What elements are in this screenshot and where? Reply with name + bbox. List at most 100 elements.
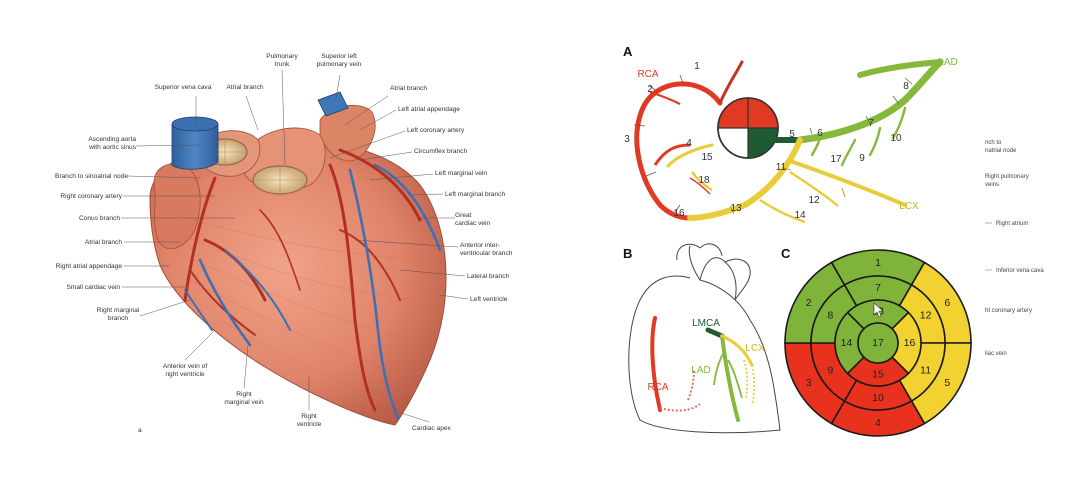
label-left-ventricle: Left ventricle xyxy=(470,296,508,303)
label-small-cardiac-vein: Small cardiac vein xyxy=(66,284,120,291)
lcx-branch-12 xyxy=(789,170,839,207)
seg-num-14: 14 xyxy=(794,210,806,221)
label-right-atrial-appendage: Right atrial appendage xyxy=(56,263,123,270)
aorta-outline xyxy=(676,243,723,261)
seg-num-1: 1 xyxy=(694,61,700,72)
lad-vessel xyxy=(796,58,944,144)
bullseye-label-9: 9 xyxy=(827,365,833,377)
bullseye-label-15: 15 xyxy=(872,369,884,381)
seg-num-2: 2 xyxy=(647,84,653,95)
lad-b xyxy=(720,334,740,422)
seg-num-17: 17 xyxy=(830,154,842,165)
panel-a-lad-label: LAD xyxy=(938,57,957,68)
label-left-atrial-appendage: Left atrial appendage xyxy=(398,106,460,113)
bullseye-label-1: 1 xyxy=(875,257,881,269)
rca-dotted xyxy=(659,369,701,412)
anatomical-heart xyxy=(149,91,447,426)
label-anterior-interventricular: Anterior inter-ventricular branch xyxy=(460,242,513,257)
aortic-root-outline xyxy=(717,97,779,159)
rca-upper-branch xyxy=(718,60,744,105)
label-conus-branch: Conus branch xyxy=(79,215,120,222)
bullseye-labels: 1654327121110981316151417 xyxy=(806,257,951,429)
lad-b-diag xyxy=(713,349,743,399)
lcx-om-branch xyxy=(791,160,907,207)
label-atrial-branch-right: Atrial branch xyxy=(390,85,427,92)
bullseye-label-4: 4 xyxy=(875,417,881,429)
lcx-branch-18 xyxy=(691,171,713,192)
seg-num-8: 8 xyxy=(903,81,909,92)
side-label-ivc: Inferior vena cava xyxy=(996,268,1044,274)
figure-letter-a: a xyxy=(138,427,142,434)
valve-cusp-lines xyxy=(205,140,304,193)
label-circumflex-branch: Circumflex branch xyxy=(414,148,467,155)
heart-outline-diagram: LMCA LCX LAD RCA xyxy=(628,243,781,434)
bullseye-segment-17 xyxy=(857,322,899,364)
panel-b-lmca-label: LMCA xyxy=(692,318,720,329)
superior-left-pulmonary-vein xyxy=(317,91,349,117)
lad-ticks xyxy=(809,77,913,135)
seg-num-18: 18 xyxy=(698,175,710,186)
bullseye-label-5: 5 xyxy=(944,377,950,389)
seg-num-5: 5 xyxy=(789,129,795,140)
bullseye-label-10: 10 xyxy=(872,392,884,404)
rca-outline-vessel xyxy=(650,316,662,412)
superior-vena-cava xyxy=(171,123,219,170)
label-lateral-branch: Lateral branch xyxy=(467,273,509,280)
label-left-marginal-vein: Left marginal vein xyxy=(435,170,487,177)
seg-num-16: 16 xyxy=(673,208,685,219)
label-cardiac-apex: Cardiac apex xyxy=(412,425,452,432)
bullseye-label-11: 11 xyxy=(920,365,931,377)
panel-b-lcx-label: LCX xyxy=(745,343,765,354)
rca-branch-2 xyxy=(649,90,681,105)
lcx-b xyxy=(720,334,754,367)
seg-num-3: 3 xyxy=(624,134,630,145)
label-right-coronary-artery: Right coronary artery xyxy=(60,193,122,200)
panel-b-lad-label: LAD xyxy=(691,365,710,376)
seg-num-4: 4 xyxy=(686,138,692,149)
bullseye-label-8: 8 xyxy=(827,310,833,322)
panel-a-lcx-label: LCX xyxy=(899,201,919,212)
rca-small-18 xyxy=(689,177,711,195)
label-atrial-branch-top: Atrial branch xyxy=(226,84,263,91)
aortic-root-green xyxy=(748,128,778,158)
label-left-marginal-branch: Left marginal branch xyxy=(445,191,505,198)
side-label-right-atrium: Right atrium xyxy=(996,221,1028,227)
lcx-b-dotted xyxy=(743,359,756,406)
seg-num-11: 11 xyxy=(776,162,787,173)
lcx-vessel xyxy=(687,137,803,221)
lad-diagonals xyxy=(810,106,907,167)
panel-b-letter: B xyxy=(623,246,632,261)
side-label-coronary: ht coronary artery xyxy=(985,308,1032,314)
seg-num-10: 10 xyxy=(890,133,902,144)
label-branch-sinoatrial: Branch to sinoatrial node xyxy=(55,173,128,180)
pda-red xyxy=(653,143,691,166)
label-atrial-branch-left: Atrial branch xyxy=(85,239,122,246)
panel-a-letter: A xyxy=(623,44,633,59)
bullseye-label-14: 14 xyxy=(841,337,853,349)
seg-num-15: 15 xyxy=(701,152,713,163)
panel-b-rca-label: RCA xyxy=(647,382,668,393)
cardiac-veins xyxy=(184,163,442,420)
bullseye-label-16: 16 xyxy=(904,337,916,349)
leader-lines xyxy=(121,69,469,423)
aortic-root-divisions xyxy=(718,98,778,158)
bullseye-label-7: 7 xyxy=(875,282,881,294)
label-superior-vena-cava: Superior vena cava xyxy=(155,84,212,91)
muscle-striations xyxy=(159,209,431,406)
bullseye-label-12: 12 xyxy=(920,310,932,322)
lad-top-segment xyxy=(857,59,943,78)
seg-num-13: 13 xyxy=(730,203,742,214)
panel-c-letter: C xyxy=(781,246,791,261)
panel-a-rca-label: RCA xyxy=(637,69,658,80)
bullseye-label-6: 6 xyxy=(944,297,950,309)
svc-opening xyxy=(171,116,219,132)
